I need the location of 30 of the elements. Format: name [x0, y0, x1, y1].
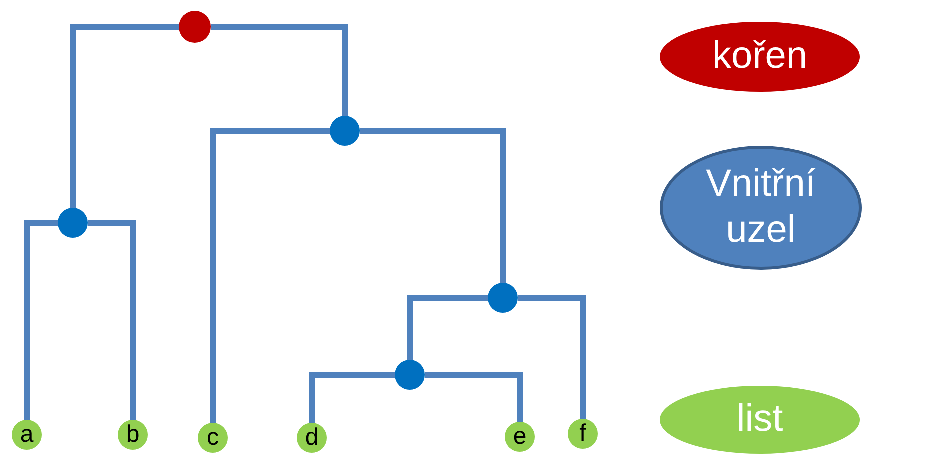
tree-branch [360, 128, 506, 283]
internal-node-circle [488, 283, 518, 313]
tree-branch [210, 128, 330, 423]
leaf-circle [297, 423, 327, 453]
tree-branch [211, 24, 348, 116]
internal-node-circle [395, 360, 425, 390]
tree-branch [70, 24, 179, 208]
root-circle [179, 11, 211, 43]
leaf-circle [568, 419, 598, 449]
tree-branch [88, 220, 136, 420]
node-label: list [736, 397, 784, 442]
tree-branch [24, 220, 58, 420]
leaf-label: a [20, 420, 34, 450]
node-label: Vnitřní uzel [705, 162, 817, 253]
leaf-label: f [580, 420, 586, 448]
tree-branch [518, 295, 586, 419]
leaf-label: b [126, 420, 140, 450]
leaf-circle [198, 423, 228, 453]
tree-branch [425, 372, 523, 422]
leaf-label: d [305, 424, 319, 452]
leaf-circle [505, 422, 535, 452]
tree-branch [407, 295, 488, 360]
leaf-label: c [207, 424, 219, 452]
leaf-label: e [513, 422, 527, 452]
internal-node-circle [330, 116, 360, 146]
internal-node-circle [58, 208, 88, 238]
tree-branch [309, 372, 395, 423]
leaf-circle [118, 420, 148, 450]
node-label: kořen [711, 34, 809, 80]
leaf-circle [12, 420, 42, 450]
